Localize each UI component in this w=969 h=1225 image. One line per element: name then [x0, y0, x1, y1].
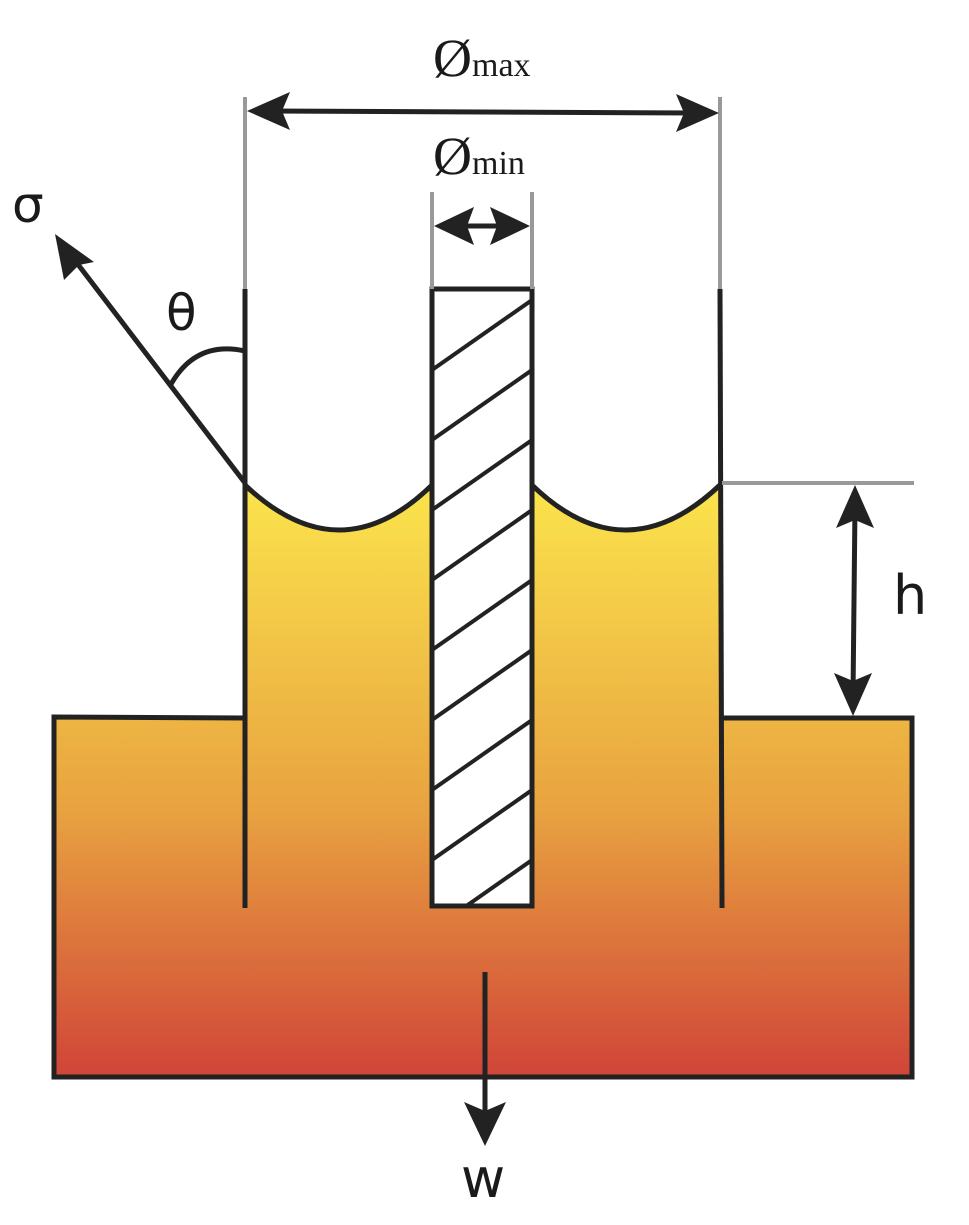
label-sigma: σ	[12, 176, 44, 234]
contact-angle-arc	[167, 346, 246, 388]
rod-hatching	[432, 298, 532, 906]
label-dia-max-sub: max	[472, 47, 531, 84]
label-dia-min: Ømin	[433, 126, 525, 186]
dimension-arrow-height	[834, 485, 874, 716]
label-dia-max: Ømax	[433, 28, 531, 88]
meniscus-right	[530, 483, 722, 533]
surface-tension-arrow	[55, 234, 247, 485]
center-rod	[429, 286, 535, 909]
label-height: h	[893, 564, 927, 627]
label-dia-min-symbol: Ø	[433, 126, 472, 186]
weight-arrow	[464, 972, 506, 1146]
label-theta: θ	[166, 284, 197, 342]
dimension-arrow-min	[434, 207, 530, 245]
label-dia-min-sub: min	[472, 145, 525, 182]
label-weight: w	[461, 1147, 505, 1210]
label-dia-max-symbol: Ø	[433, 28, 472, 88]
outer-wall-right	[717, 288, 725, 909]
dimension-arrow-max	[247, 92, 719, 132]
liquid-body	[54, 485, 912, 1077]
guide-lines	[243, 97, 914, 485]
meniscus-left	[243, 483, 434, 533]
